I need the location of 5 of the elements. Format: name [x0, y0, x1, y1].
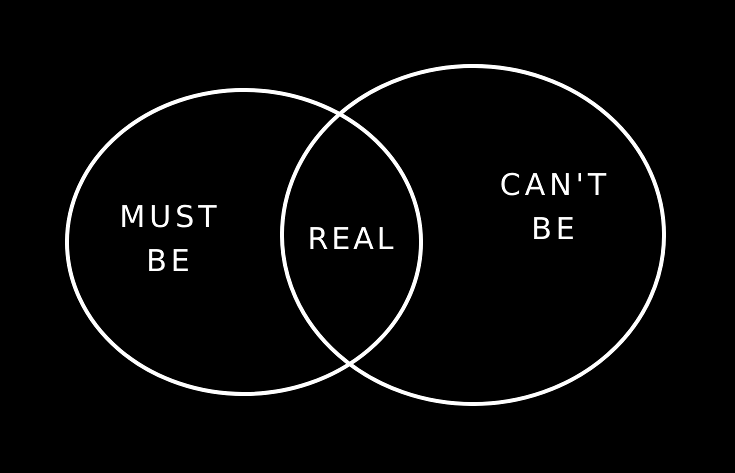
circle-label: CAN'T BE	[498, 167, 612, 249]
venn-circle	[280, 64, 666, 406]
venn-circle	[65, 88, 423, 396]
circle-label: MUST BE	[118, 199, 222, 281]
overlap-label: REAL	[306, 221, 398, 259]
